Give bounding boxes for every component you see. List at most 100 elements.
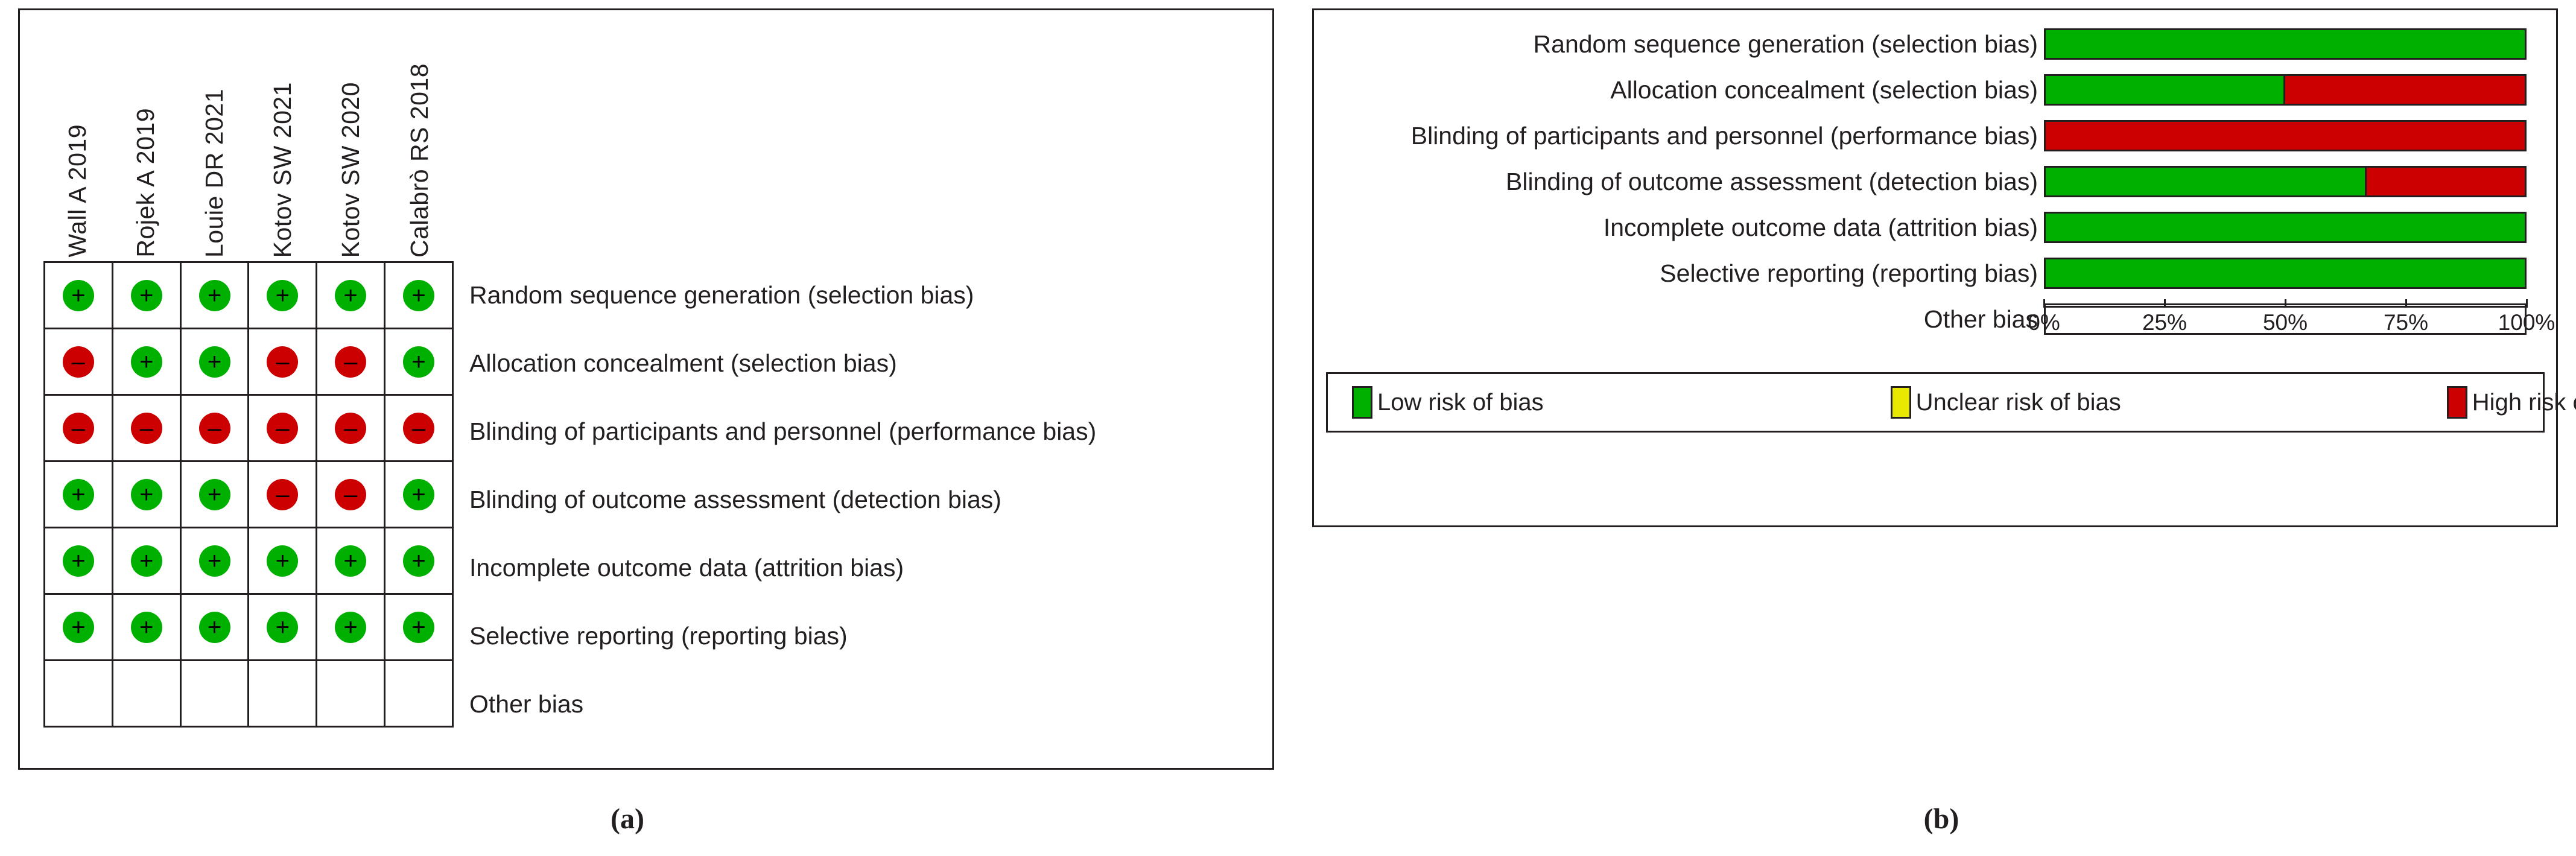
risk-of-bias-cell: – — [113, 396, 182, 462]
bar-row: Random sequence generation (selection bi… — [1326, 21, 2545, 67]
judgement-high-icon: – — [335, 412, 367, 444]
bar-track — [2044, 74, 2527, 106]
risk-of-bias-cell — [317, 661, 386, 728]
bar-segment-high — [2046, 122, 2525, 150]
risk-of-bias-domain-label: Blinding of participants and personnel (… — [469, 417, 1097, 445]
risk-of-bias-domain-label: Random sequence generation (selection bi… — [469, 281, 974, 309]
risk-of-bias-grid: ++++++–++––+––––––+++––+++++++++++++ — [43, 261, 454, 728]
judgement-low-icon: + — [130, 478, 162, 510]
study-column-header-label: Rojek A 2019 — [132, 108, 160, 258]
risk-of-bias-cell — [181, 661, 250, 728]
risk-of-bias-cell: – — [45, 329, 113, 396]
risk-of-bias-cell: + — [181, 462, 250, 528]
study-column-header-label: Wall A 2019 — [63, 124, 92, 258]
risk-of-bias-cell: – — [385, 396, 454, 462]
risk-of-bias-domain-label: Incomplete outcome data (attrition bias) — [469, 554, 904, 582]
judgement-high-icon: – — [267, 478, 299, 510]
judgement-high-icon: – — [335, 478, 367, 510]
bar-row-label: Selective reporting (reporting bias) — [1660, 259, 2038, 287]
bar-segment-low — [2046, 214, 2525, 241]
study-column-header: Wall A 2019 — [43, 16, 112, 258]
risk-of-bias-cell: + — [385, 528, 454, 595]
risk-of-bias-row: –++––+ — [45, 329, 454, 396]
study-column-header: Louie DR 2021 — [180, 16, 249, 258]
judgement-low-icon: + — [335, 545, 367, 577]
judgement-high-icon: – — [335, 346, 367, 378]
risk-of-bias-cell: + — [45, 595, 113, 661]
bar-segment-high — [2285, 76, 2525, 104]
risk-of-bias-domain-label: Other bias — [469, 690, 584, 718]
risk-of-bias-cell: – — [249, 396, 318, 462]
risk-of-bias-cell: + — [181, 528, 250, 595]
judgement-none-icon — [267, 678, 298, 709]
study-column-header-label: Kotov SW 2021 — [268, 81, 297, 258]
judgement-low-icon: + — [130, 279, 162, 311]
judgement-none-icon — [335, 678, 366, 709]
judgement-low-icon: + — [198, 346, 230, 378]
judgement-none-icon — [63, 678, 94, 709]
risk-of-bias-cell — [385, 661, 454, 728]
risk-of-bias-cell: + — [249, 263, 318, 329]
judgement-low-icon: + — [403, 545, 435, 577]
study-column-header-label: Kotov SW 2020 — [337, 81, 365, 258]
study-column-header: Rojek A 2019 — [112, 16, 180, 258]
legend-item-low: Low risk of bias — [1352, 386, 1544, 419]
bar-segment-low — [2046, 168, 2367, 195]
legend-swatch-low-icon — [1352, 386, 1372, 419]
bar-row-label: Incomplete outcome data (attrition bias) — [1603, 213, 2038, 241]
judgement-low-icon: + — [335, 279, 367, 311]
judgement-none-icon — [403, 678, 434, 709]
judgement-low-icon: + — [198, 545, 230, 577]
judgement-low-icon: + — [335, 611, 367, 643]
judgement-low-icon: + — [62, 545, 94, 577]
judgement-none-icon — [131, 678, 162, 709]
risk-of-bias-row: +++––+ — [45, 462, 454, 528]
legend-item-unclear: Unclear risk of bias — [1890, 386, 2121, 419]
risk-of-bias-cell: + — [45, 263, 113, 329]
judgement-low-icon: + — [62, 611, 94, 643]
risk-of-bias-cell: + — [45, 462, 113, 528]
risk-of-bias-cell: + — [385, 595, 454, 661]
risk-of-bias-cell: + — [385, 462, 454, 528]
risk-of-bias-cell: + — [385, 329, 454, 396]
risk-of-bias-cell: – — [249, 329, 318, 396]
judgement-low-icon: + — [403, 346, 435, 378]
judgement-low-icon: + — [62, 279, 94, 311]
judgement-high-icon: – — [403, 412, 435, 444]
risk-of-bias-cell: + — [317, 528, 386, 595]
legend-swatch-unclear-icon — [1890, 386, 1911, 419]
risk-of-bias-row: ++++++ — [45, 263, 454, 329]
study-column-header: Kotov SW 2021 — [249, 16, 317, 258]
stacked-bar-rows: Random sequence generation (selection bi… — [1326, 21, 2545, 342]
bar-segment-low — [2046, 259, 2525, 287]
legend-item-label: Unclear risk of bias — [1915, 388, 2121, 416]
judgement-high-icon: – — [130, 412, 162, 444]
risk-of-bias-cell: + — [317, 263, 386, 329]
risk-of-bias-cell: – — [45, 396, 113, 462]
panel-b-content: Random sequence generation (selection bi… — [1314, 10, 2576, 525]
risk-of-bias-domain-label: Blinding of outcome assessment (detectio… — [469, 486, 1001, 513]
study-column-header-label: Calabrò RS 2018 — [405, 63, 433, 258]
judgement-high-icon: – — [198, 412, 230, 444]
judgement-high-icon: – — [62, 346, 94, 378]
judgement-low-icon: + — [130, 611, 162, 643]
bar-row: Selective reporting (reporting bias) — [1326, 250, 2545, 296]
bar-row-label: Other bias — [1923, 305, 2038, 333]
x-axis: 0%25%50%75%100% — [2028, 299, 2555, 348]
risk-of-bias-cell — [45, 661, 113, 728]
risk-of-bias-row: ++++++ — [45, 595, 454, 661]
x-axis-tick-label: 100% — [2498, 310, 2555, 335]
panel-a-risk-of-bias-summary: Wall A 2019 Rojek A 2019 Louie DR 2021 Koto… — [18, 8, 1274, 770]
legend-swatch-high-icon — [2446, 386, 2467, 419]
x-axis-tick-label: 25% — [2142, 310, 2187, 335]
legend-item-label: Low risk of bias — [1377, 388, 1544, 416]
panel-a-content: Wall A 2019 Rojek A 2019 Louie DR 2021 Koto… — [20, 10, 1272, 768]
risk-of-bias-cell: – — [249, 462, 318, 528]
risk-of-bias-domain-label: Allocation concealment (selection bias) — [469, 349, 897, 377]
study-column-header: Kotov SW 2020 — [317, 16, 385, 258]
study-column-header-label: Louie DR 2021 — [200, 88, 228, 258]
bar-row: Incomplete outcome data (attrition bias) — [1326, 204, 2545, 250]
judgement-low-icon: + — [403, 279, 435, 311]
